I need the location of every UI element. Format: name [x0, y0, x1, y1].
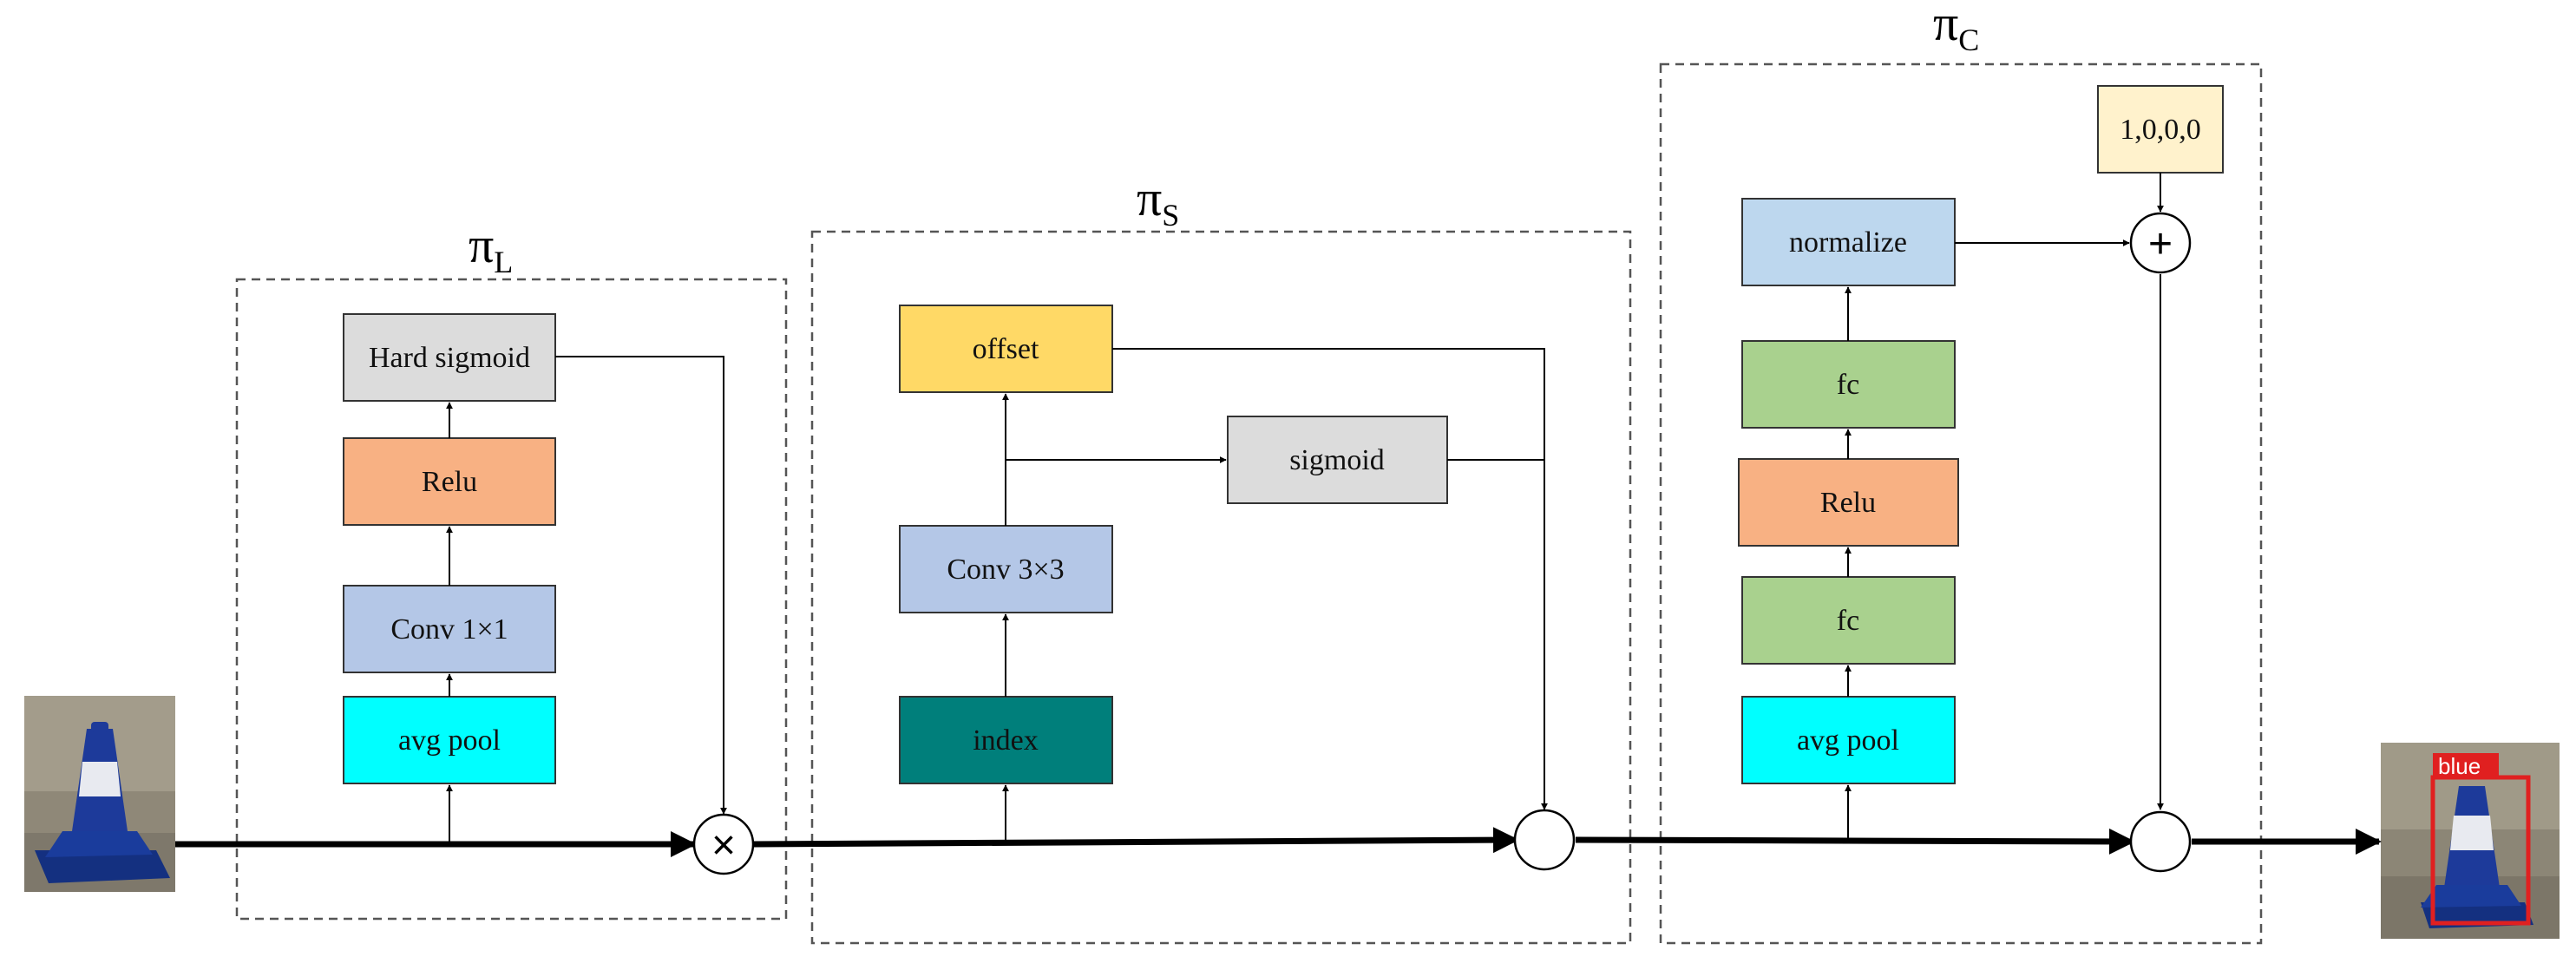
block-conv3x3 — [899, 525, 1113, 613]
block-offset — [899, 305, 1113, 393]
module-l-blocks: avg pool Conv 1×1 Relu Hard sigmoid — [343, 313, 556, 784]
init-values-label: 1,0,0,0 — [2120, 114, 2201, 146]
module-box-l — [235, 278, 788, 921]
fc-bottom-label: fc — [1837, 605, 1859, 637]
combine-node-c — [2129, 810, 2192, 873]
hard-sigmoid-label: Hard sigmoid — [369, 342, 530, 374]
block-init-values — [2097, 85, 2224, 174]
detection-tag-label: blue — [2438, 753, 2481, 779]
fc-top-label: fc — [1837, 369, 1859, 401]
module-s-blocks: index Conv 3×3 offset sigmoid — [899, 305, 1448, 784]
module-box-s — [810, 230, 1632, 945]
conv3x3-label: Conv 3×3 — [947, 554, 1064, 586]
module-title-s: πS — [1137, 170, 1179, 233]
block-relu-c — [1738, 458, 1959, 547]
module-s-arrows — [1002, 348, 1548, 842]
block-hard-sigmoid — [343, 313, 556, 402]
index-label: index — [973, 724, 1039, 757]
add-operator: + — [2129, 212, 2192, 274]
block-relu-l — [343, 437, 556, 526]
block-avg-pool-l — [343, 696, 556, 784]
module-title-c: πC — [1933, 0, 1979, 57]
module-box-c — [1659, 62, 2263, 945]
module-title-l: πL — [469, 217, 513, 279]
sigmoid-label: sigmoid — [1289, 444, 1385, 476]
multiply-operator: × — [692, 813, 755, 875]
detection-tag-bg — [2433, 753, 2499, 779]
module-l-arrows — [446, 356, 727, 844]
avg-pool-l-label: avg pool — [398, 724, 501, 757]
block-sigmoid — [1227, 416, 1448, 504]
normalize-label: normalize — [1789, 226, 1907, 259]
main-flow — [175, 827, 2382, 857]
relu-l-label: Relu — [422, 466, 477, 498]
block-avg-pool-c — [1741, 696, 1956, 784]
module-c-arrows — [1845, 173, 2164, 842]
block-normalize — [1741, 198, 1956, 286]
add-symbol: + — [2148, 221, 2173, 267]
module-c-blocks: avg pool fc Relu fc normalize 1,0,0,0 — [1738, 85, 2224, 784]
relu-c-label: Relu — [1820, 487, 1876, 519]
output-detection-image: blue — [2381, 743, 2560, 939]
avg-pool-c-label: avg pool — [1797, 724, 1899, 757]
conv1x1-label: Conv 1×1 — [390, 613, 508, 646]
combine-node-s — [1513, 809, 1576, 871]
block-fc-bottom — [1741, 576, 1956, 665]
block-conv1x1 — [343, 585, 556, 673]
offset-label: offset — [973, 333, 1039, 365]
input-cone-image — [24, 696, 175, 892]
multiply-symbol: × — [711, 823, 736, 868]
